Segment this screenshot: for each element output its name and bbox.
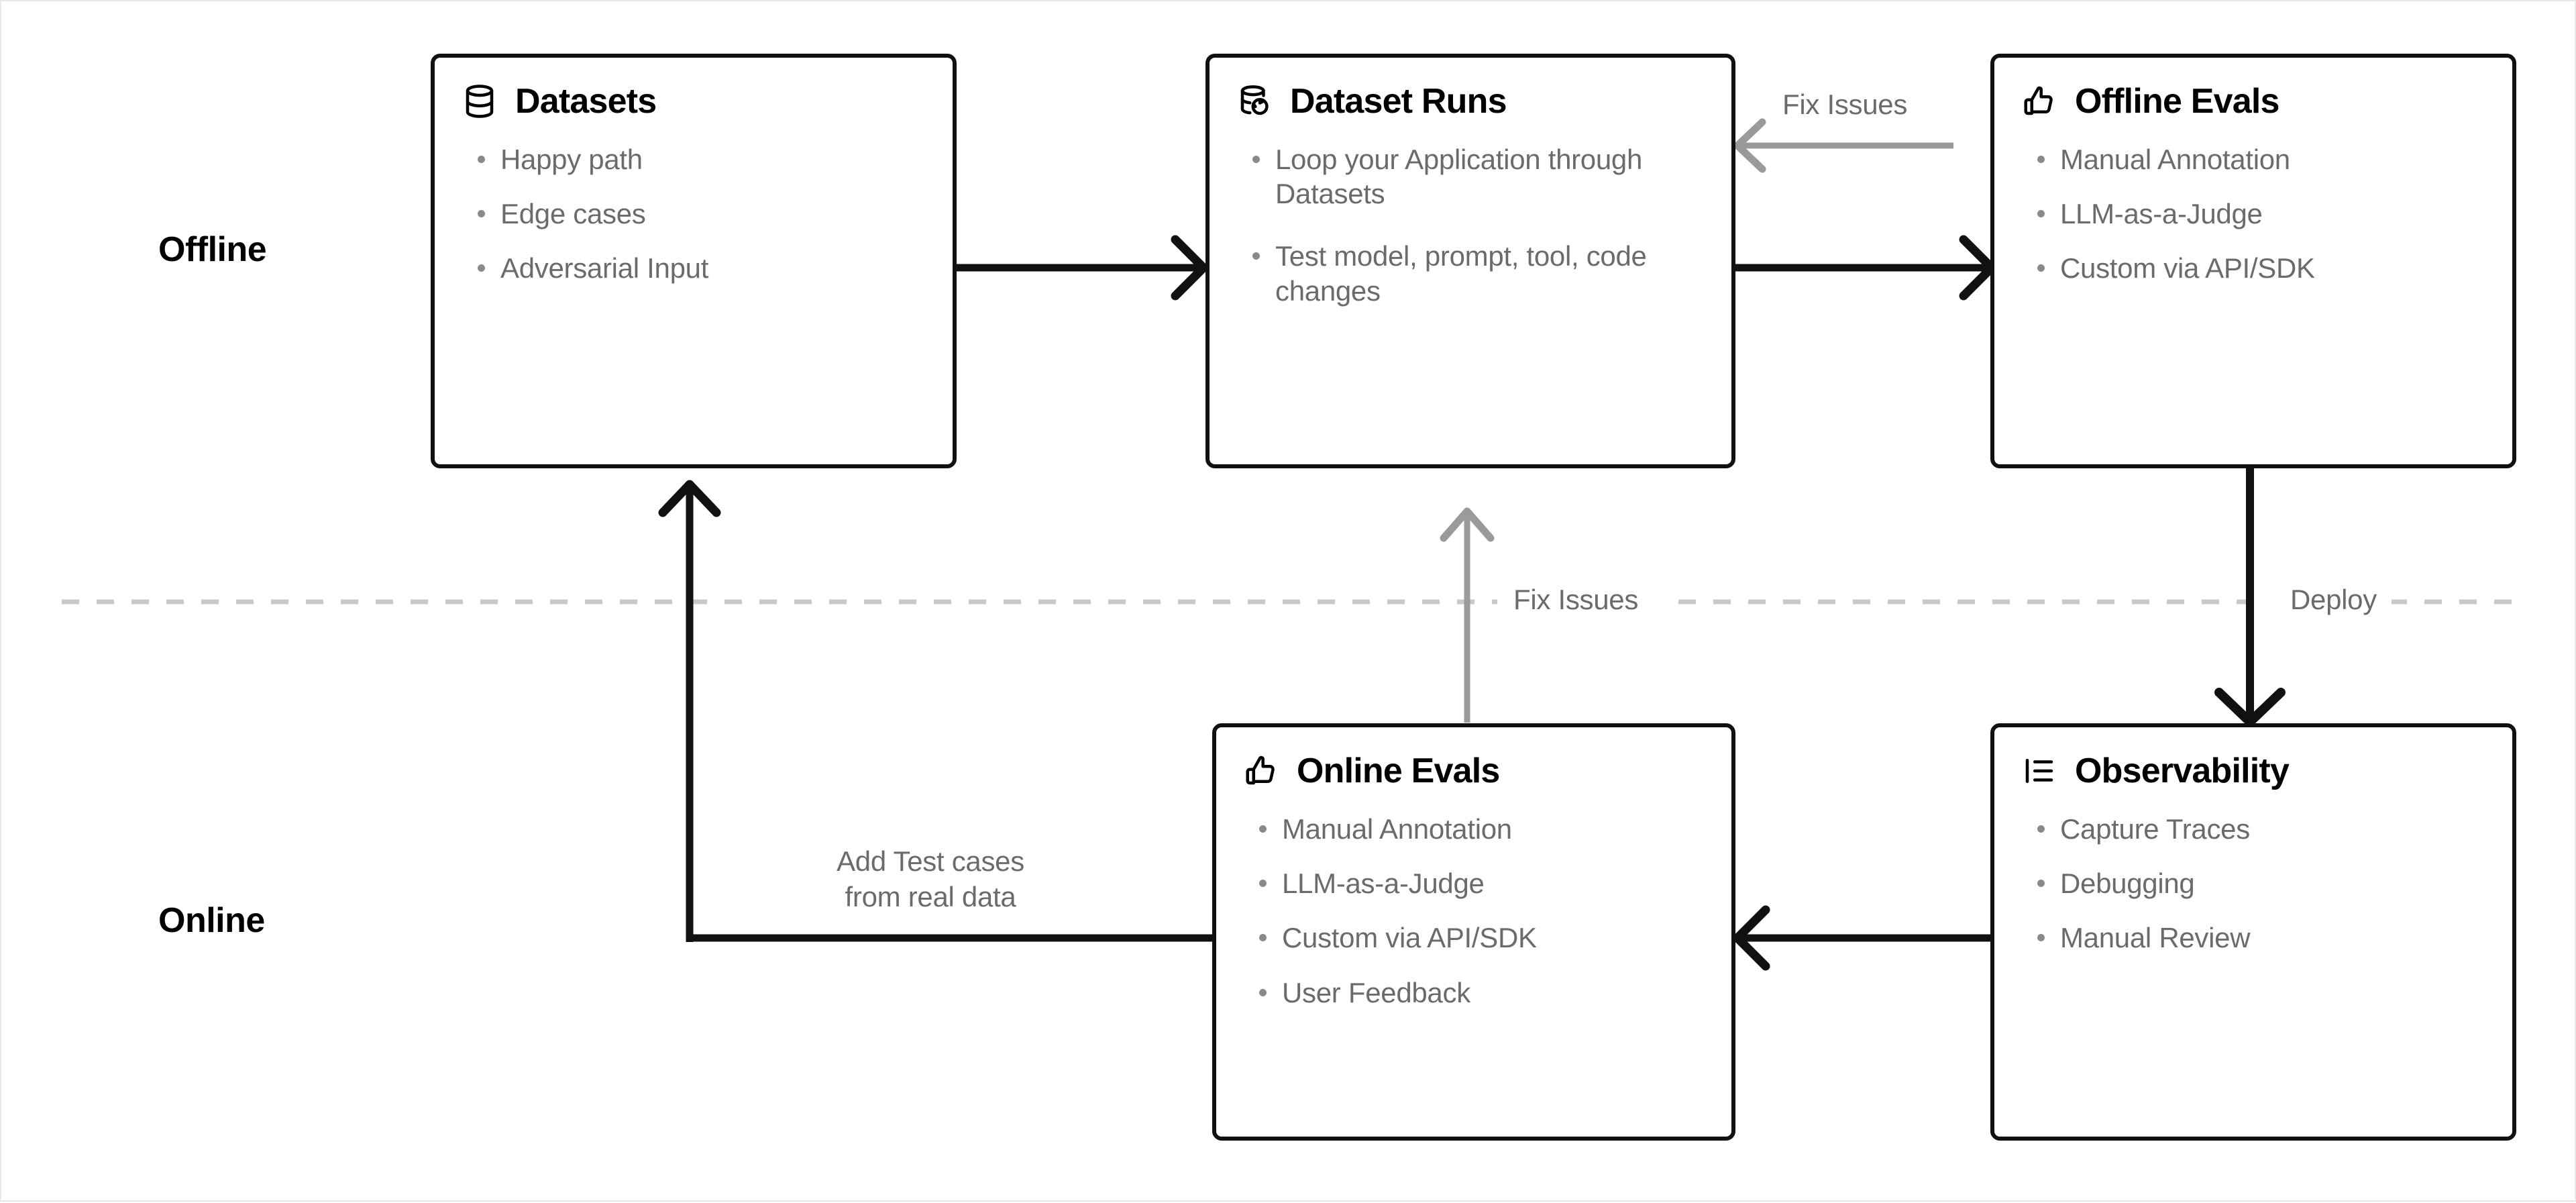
swimlane-label-offline: Offline <box>158 230 267 269</box>
edge-label-fix-issues-top: Fix Issues <box>1782 89 1908 120</box>
node-observability-header: Observability <box>1994 727 2512 789</box>
arrow-online-evals-to-dataset-runs <box>1440 507 1495 723</box>
list-item: LLM-as-a-Judge <box>1259 866 1702 900</box>
edge-label-deploy: Deploy <box>2275 582 2392 618</box>
node-observability-title: Observability <box>2075 751 2290 790</box>
list-item: Happy path <box>478 142 923 176</box>
node-offline-evals-bullets: Manual Annotation LLM-as-a-Judge Custom … <box>1994 119 2512 286</box>
list-item: Loop your Application through Datasets <box>1252 142 1702 211</box>
thumbs-up-icon <box>1243 753 1279 789</box>
arrow-offline-evals-to-observability <box>2214 468 2286 727</box>
node-datasets-title: Datasets <box>515 82 657 121</box>
thumbs-up-icon <box>2021 83 2057 119</box>
arrow-datasets-to-dataset-runs <box>957 235 1208 301</box>
node-datasets-header: Datasets <box>435 58 953 119</box>
node-online-evals[interactable]: Online Evals Manual Annotation LLM-as-a-… <box>1212 723 1735 1141</box>
node-observability[interactable]: Observability Capture Traces Debugging M… <box>1990 723 2516 1141</box>
node-datasets-bullets: Happy path Edge cases Adversarial Input <box>435 119 953 286</box>
list-item: Capture Traces <box>2037 812 2483 846</box>
arrow-dataset-runs-to-offline-evals <box>1732 235 1996 301</box>
node-dataset-runs-bullets: Loop your Application through Datasets T… <box>1210 119 1731 308</box>
node-offline-evals-header: Offline Evals <box>1994 58 2512 119</box>
list-item: Adversarial Input <box>478 251 923 285</box>
node-online-evals-header: Online Evals <box>1216 727 1731 789</box>
node-dataset-runs-title: Dataset Runs <box>1290 82 1507 121</box>
list-item: Debugging <box>2037 866 2483 900</box>
list-item: Manual Annotation <box>2037 142 2483 176</box>
node-dataset-runs[interactable]: Dataset Runs Loop your Application throu… <box>1205 54 1735 468</box>
add-test-cases-line-1: Add Test cases <box>837 845 1024 877</box>
arrow-observability-to-online-evals <box>1733 905 1990 971</box>
add-test-cases-line-2: from real data <box>845 880 1016 912</box>
node-observability-bullets: Capture Traces Debugging Manual Review <box>1994 789 2512 955</box>
database-icon <box>462 83 498 119</box>
edge-label-add-test-cases: Add Test cases from real data <box>813 844 1048 915</box>
list-item: LLM-as-a-Judge <box>2037 197 2483 231</box>
node-dataset-runs-header: Dataset Runs <box>1210 58 1731 119</box>
node-online-evals-title: Online Evals <box>1297 751 1500 790</box>
list-item: Manual Review <box>2037 921 2483 955</box>
list-item: Custom via API/SDK <box>2037 251 2483 285</box>
list-item: Edge cases <box>478 197 923 231</box>
node-online-evals-bullets: Manual Annotation LLM-as-a-Judge Custom … <box>1216 789 1731 1010</box>
node-datasets[interactable]: Datasets Happy path Edge cases Adversari… <box>431 54 957 468</box>
list-item: Manual Annotation <box>1259 812 1702 846</box>
node-offline-evals[interactable]: Offline Evals Manual Annotation LLM-as-a… <box>1990 54 2516 468</box>
database-refresh-icon <box>1236 83 1273 119</box>
arrow-offline-evals-fix-issues <box>1733 118 1953 173</box>
node-offline-evals-title: Offline Evals <box>2075 82 2279 121</box>
list-tree-icon <box>2021 753 2057 789</box>
swimlane-label-online: Online <box>158 901 265 940</box>
list-item: Test model, prompt, tool, code changes <box>1252 239 1702 307</box>
list-item: Custom via API/SDK <box>1259 921 1702 955</box>
list-item: User Feedback <box>1259 976 1702 1010</box>
edge-label-fix-issues-divider: Fix Issues <box>1499 582 1654 618</box>
